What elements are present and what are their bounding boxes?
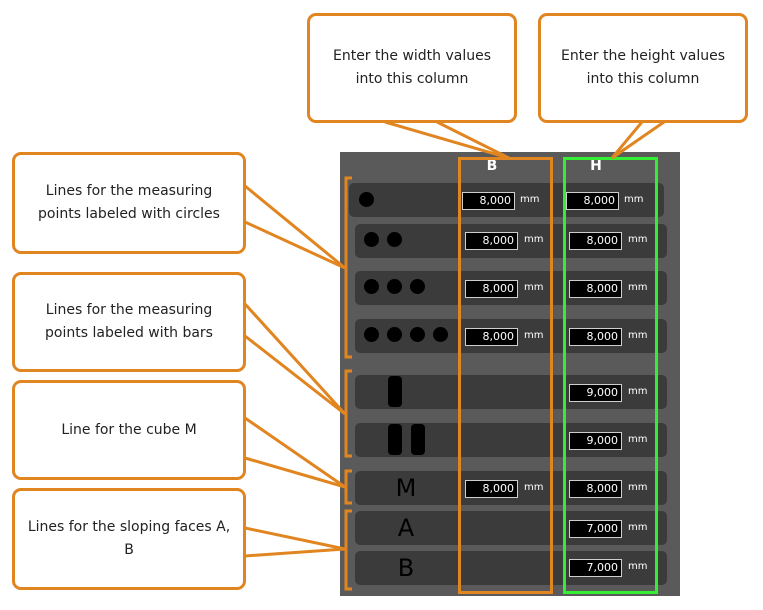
- circle-marker: [433, 327, 448, 342]
- unit-label: mm: [628, 234, 648, 245]
- height-input-circles-4[interactable]: 8,000: [569, 328, 622, 346]
- tail-width-callout: [384, 120, 510, 160]
- tail-sloping-callout: [244, 526, 346, 558]
- unit-label: mm: [628, 282, 648, 293]
- bracket-sloping: [344, 509, 352, 591]
- unit-label: mm: [624, 194, 644, 205]
- circle-marker: [364, 327, 379, 342]
- unit-label: mm: [524, 330, 544, 341]
- bar-marker: [411, 424, 425, 455]
- unit-label: mm: [628, 561, 648, 572]
- width-input-circles-4[interactable]: 8,000: [465, 328, 518, 346]
- circle-marker: [410, 279, 425, 294]
- unit-label: mm: [628, 522, 648, 533]
- callout-circle-lines: Lines for the measuring points labeled w…: [12, 152, 246, 254]
- circle-marker: [387, 279, 402, 294]
- callout-height-column: Enter the height values into this column: [538, 13, 748, 123]
- unit-label: mm: [628, 386, 648, 397]
- height-input-circles-2[interactable]: 8,000: [569, 232, 622, 250]
- width-input-cube-m[interactable]: 8,000: [465, 480, 518, 498]
- width-input-circles-2[interactable]: 8,000: [465, 232, 518, 250]
- tail-cube-callout: [244, 416, 346, 489]
- circle-marker: [359, 192, 374, 207]
- width-input-circles-3[interactable]: 8,000: [465, 280, 518, 298]
- height-column-frame: [563, 157, 658, 594]
- circle-marker: [387, 232, 402, 247]
- circle-marker: [364, 232, 379, 247]
- unit-label: mm: [520, 194, 540, 205]
- unit-label: mm: [524, 234, 544, 245]
- circle-marker: [387, 327, 402, 342]
- height-input-cube-m[interactable]: 8,000: [569, 480, 622, 498]
- callout-cube-line: Line for the cube M: [12, 380, 246, 480]
- height-input-circles-3[interactable]: 8,000: [569, 280, 622, 298]
- face-label-b: B: [397, 554, 415, 582]
- width-column-header: B: [486, 158, 498, 174]
- height-column-header: H: [590, 158, 602, 174]
- bar-marker: [388, 424, 402, 455]
- bracket-cube: [344, 469, 352, 505]
- height-input-bars-1[interactable]: 9,000: [569, 384, 622, 402]
- height-input-circles-1[interactable]: 8,000: [566, 192, 619, 210]
- unit-label: mm: [524, 282, 544, 293]
- tail-circles-callout: [244, 184, 346, 270]
- unit-label: mm: [628, 482, 648, 493]
- unit-label: mm: [628, 434, 648, 445]
- height-input-face-a[interactable]: 7,000: [569, 520, 622, 538]
- height-input-face-b[interactable]: 7,000: [569, 559, 622, 577]
- circle-marker: [410, 327, 425, 342]
- cube-label-m: M: [395, 474, 417, 502]
- bracket-bars: [344, 369, 352, 458]
- width-input-circles-1[interactable]: 8,000: [462, 192, 515, 210]
- height-input-bars-2[interactable]: 9,000: [569, 432, 622, 450]
- circle-marker: [364, 279, 379, 294]
- tail-height-callout: [610, 120, 665, 160]
- bracket-circles: [344, 176, 352, 359]
- unit-label: mm: [628, 330, 648, 341]
- callout-bar-lines: Lines for the measuring points labeled w…: [12, 272, 246, 372]
- unit-label: mm: [524, 482, 544, 493]
- tail-bars-callout: [243, 302, 347, 416]
- bar-marker: [388, 376, 402, 407]
- callout-width-column: Enter the width values into this column: [307, 13, 517, 123]
- callout-sloping-lines: Lines for the sloping faces A, B: [12, 488, 246, 590]
- face-label-a: A: [397, 514, 415, 542]
